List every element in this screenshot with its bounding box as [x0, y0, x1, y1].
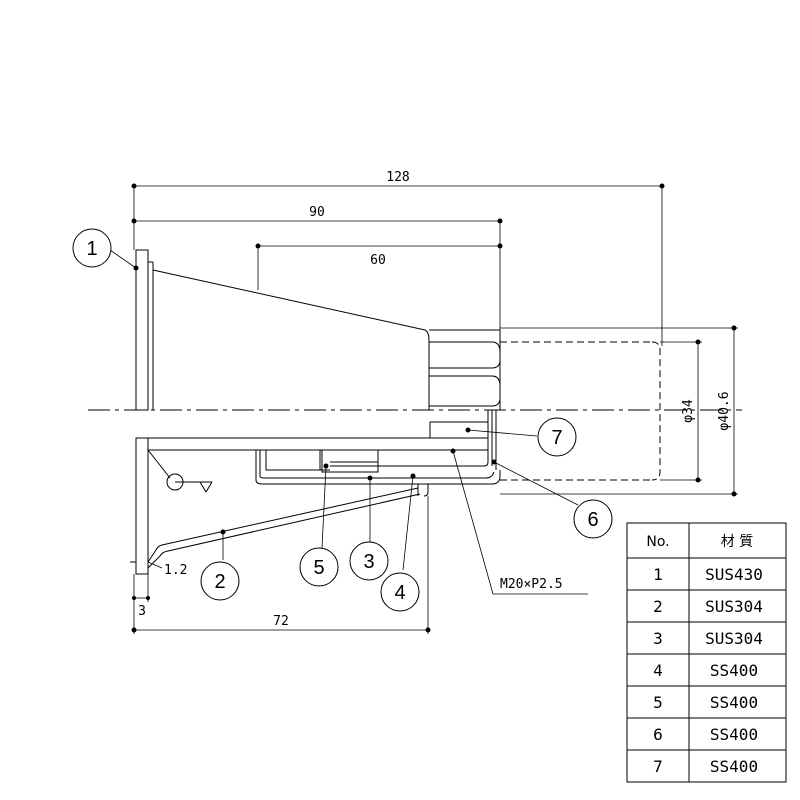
- table-row-no: 6: [653, 725, 663, 744]
- dim-60-label: 60: [370, 253, 386, 268]
- table-row-no: 3: [653, 629, 663, 648]
- part-7-nut: [429, 410, 489, 462]
- dim-phi34-label: φ34: [681, 399, 696, 423]
- dimension-lines: [131, 183, 738, 634]
- balloon-7: 7: [537, 417, 577, 457]
- table-row-material: SUS304: [705, 629, 763, 648]
- part-1-flange-body: [135, 249, 501, 411]
- balloon-2: 2: [200, 561, 240, 601]
- table-header-material: 材 質: [721, 534, 753, 550]
- balloon-6: 6: [573, 499, 613, 539]
- dim-3-label: 3: [138, 604, 146, 619]
- balloon-7-label: 7: [551, 427, 562, 449]
- table-row-material: SUS304: [705, 597, 763, 616]
- table-row-material: SS400: [710, 693, 758, 712]
- balloon-5: 5: [299, 547, 339, 587]
- part-3-plate: [259, 450, 495, 479]
- part-2-plate: [130, 487, 421, 569]
- balloon-5-label: 5: [313, 557, 324, 579]
- materials-table: No. 材 質 1 SUS430 2 SUS304 3 SUS304 4 SS4…: [626, 522, 787, 783]
- table-row-material: SUS430: [705, 565, 763, 584]
- hinge-symbol: [166, 473, 213, 493]
- dim-phi40-6-label: φ40.6: [717, 391, 732, 430]
- thread-note-leader: [450, 448, 588, 595]
- table-row-material: SS400: [710, 725, 758, 744]
- table-row-material: SS400: [710, 757, 758, 776]
- table-row-no: 2: [653, 597, 663, 616]
- dim-90-label: 90: [309, 205, 325, 220]
- part-1-lower-section: [135, 437, 488, 575]
- balloon-3-label: 3: [363, 551, 374, 573]
- dim-72-label: 72: [273, 614, 289, 629]
- thread-note: M20×P2.5: [500, 577, 563, 592]
- balloon-2-label: 2: [214, 571, 225, 593]
- table-row-no: 4: [653, 661, 663, 680]
- table-row-no: 1: [653, 565, 663, 584]
- table-header-no: No.: [646, 534, 669, 550]
- hidden-tube-outline: [500, 341, 661, 481]
- table-row-no: 7: [653, 757, 663, 776]
- dim-1-2-label: 1.2: [164, 563, 187, 578]
- balloon-4-label: 4: [394, 582, 405, 604]
- table-row-no: 5: [653, 693, 663, 712]
- balloon-3: 3: [349, 541, 389, 581]
- balloon-1: 1: [72, 228, 112, 268]
- dim-128-label: 128: [386, 170, 409, 185]
- balloon-4: 4: [380, 572, 420, 612]
- balloon-6-label: 6: [587, 509, 598, 531]
- table-row-material: SS400: [710, 661, 758, 680]
- balloon-leaders: [109, 249, 579, 571]
- part-5-plate: [319, 449, 379, 473]
- part-6-sleeve: [330, 410, 497, 470]
- balloon-1-label: 1: [86, 238, 97, 260]
